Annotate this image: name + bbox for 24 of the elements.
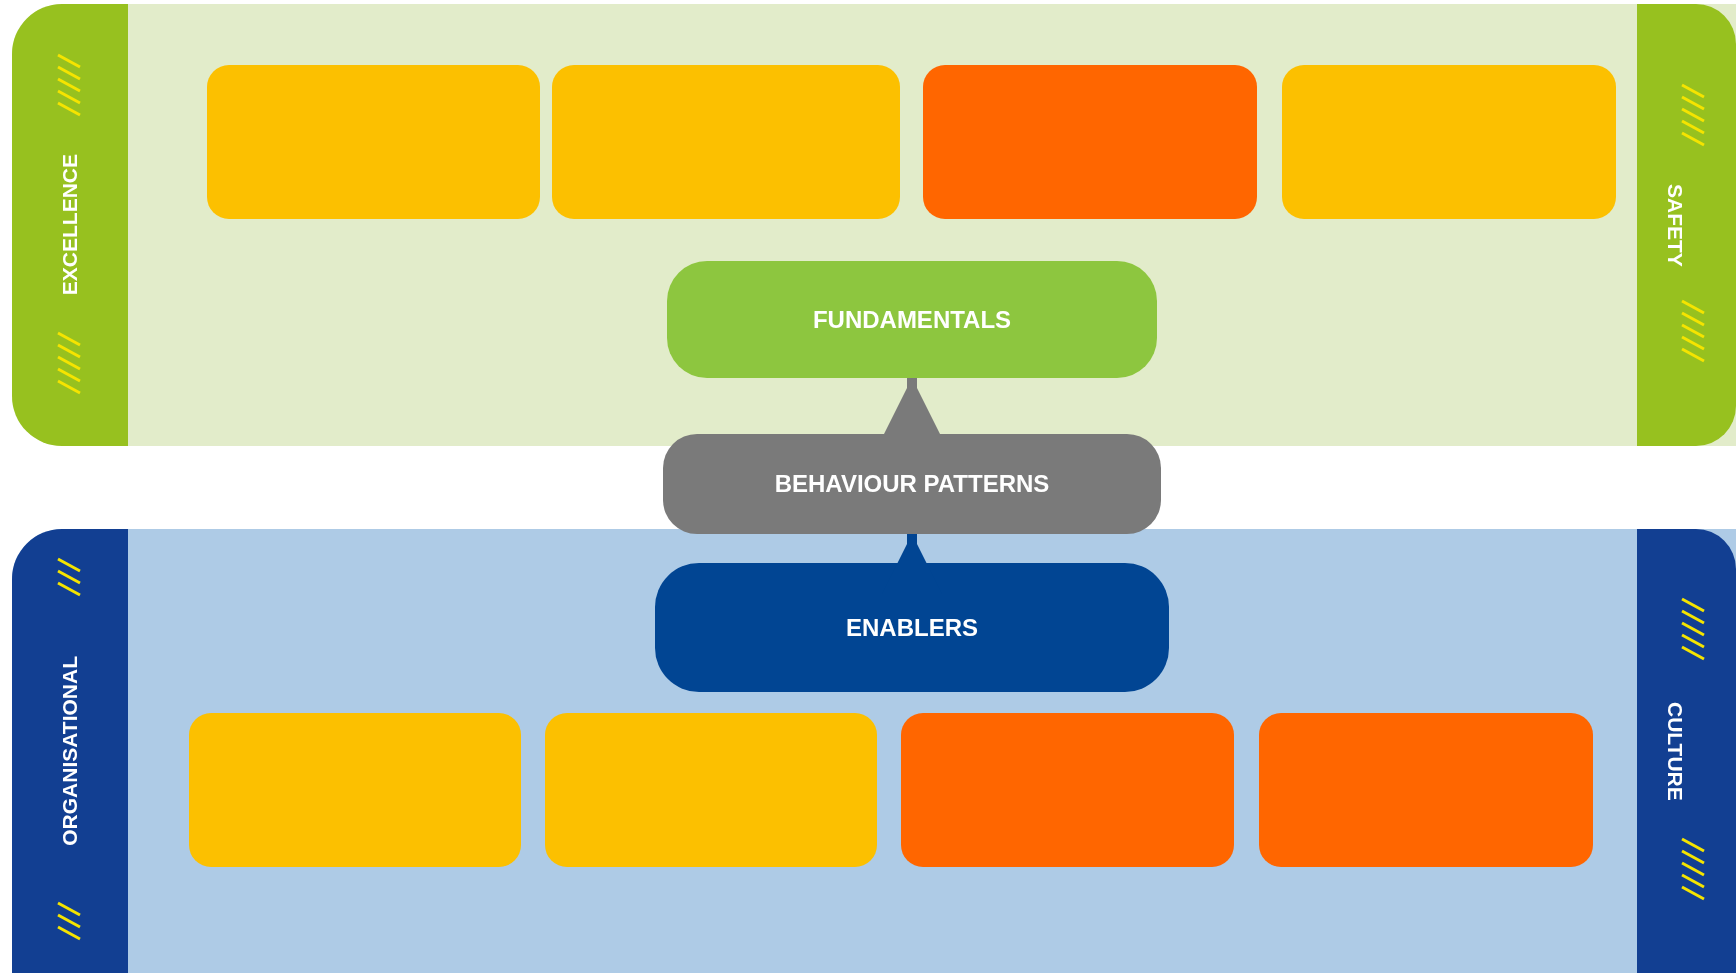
side-bar [12, 4, 128, 446]
process-box [667, 261, 1157, 378]
rounded-box [1282, 65, 1616, 219]
rounded-box [1259, 713, 1593, 867]
rounded-box [552, 65, 900, 219]
side-label: SAFETY [1662, 183, 1687, 267]
rounded-box [901, 713, 1234, 867]
side-label: CULTURE [1662, 701, 1687, 801]
process-box [655, 563, 1169, 692]
box-label: BEHAVIOUR PATTERNS [774, 470, 1050, 498]
band-background [12, 529, 1736, 973]
box-label: FUNDAMENTALS [812, 305, 1012, 334]
side-bar [1637, 529, 1736, 973]
side-bar [12, 529, 128, 973]
side-label: ORGANISATIONAL [58, 656, 82, 846]
process-box [663, 434, 1161, 534]
band-background [12, 4, 1736, 446]
rounded-box [923, 65, 1257, 219]
rounded-box [189, 713, 521, 867]
side-label: EXCELLENCE [58, 154, 82, 296]
rounded-box [207, 65, 540, 219]
rounded-box [545, 713, 877, 867]
side-bar [1637, 4, 1736, 446]
box-label: ENABLERS [846, 613, 978, 642]
